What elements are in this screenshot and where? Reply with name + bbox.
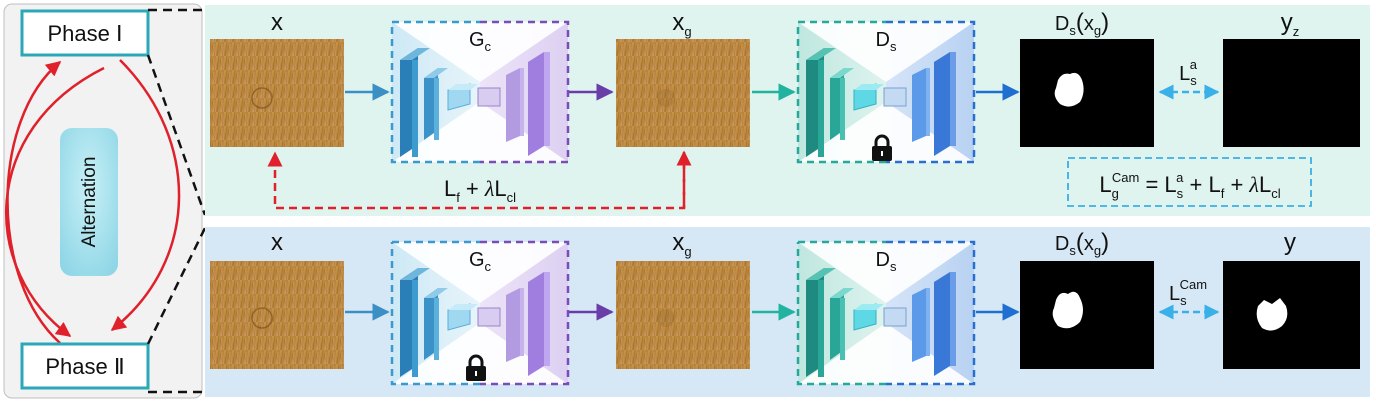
phase1-output-label: Ds(xg) (1055, 9, 1109, 38)
phase1-generated-target-spot (657, 89, 675, 107)
phase1-row: x Gc xg (210, 9, 1360, 210)
phase2-loss-link-label: LsCam (1169, 277, 1207, 308)
alternation-pill (60, 128, 118, 276)
phase2-box (20, 342, 150, 390)
phase1-input-label: x (271, 9, 283, 36)
phase1-input-image (210, 39, 344, 147)
phase2-row: x Gc (210, 229, 1360, 386)
phase2-target-blob (1256, 298, 1288, 331)
phase1-segmenter (796, 20, 976, 164)
phase1-generated-image (616, 39, 750, 147)
phase1-loss-link-label: Lsa (1179, 57, 1198, 88)
phase2-lock-icon (466, 354, 486, 381)
phase1-generator (390, 20, 570, 164)
phase2-segmenter-label: Ds (876, 249, 897, 274)
phase1-input-target-spot (251, 87, 273, 109)
phase2-input-target-spot (251, 307, 273, 329)
phase2-generator (390, 240, 570, 386)
phase1-box (20, 9, 150, 57)
phase2-generated-image (616, 261, 750, 369)
phase1-generator-label: Gc (469, 29, 492, 54)
alternation-label: Alternation (79, 157, 100, 248)
phase1-total-loss: LgCam = Lsa + Lf + λLcl (1099, 170, 1280, 201)
phase1-total-loss-box (1067, 157, 1312, 207)
phase2-output-label: Ds(xg) (1055, 229, 1109, 258)
phase2-generator-label: Gc (469, 249, 492, 274)
alternation-arrow-return (6, 61, 62, 344)
zoom-line-mid-bottom (146, 227, 207, 345)
phase1-target-mask (1223, 39, 1360, 147)
phase2-generated-target-spot (657, 309, 675, 327)
phase2-label: Phase Ⅱ (45, 354, 124, 379)
phase2-input-label: x (271, 229, 283, 256)
phase2-segmenter (796, 240, 976, 386)
phase1-output-mask (1020, 39, 1154, 147)
phase2-input-image (210, 261, 344, 369)
phase1-generator-loss: Lf + λLcl (444, 176, 516, 205)
phase2-generated-label: xg (672, 229, 691, 259)
phase1-output-blob (1054, 72, 1084, 107)
phase2-output-mask (1020, 261, 1154, 369)
phase2-target-label: y (1284, 229, 1296, 256)
phase1-label: Phase Ⅰ (48, 21, 123, 46)
phase2-target-mask (1223, 261, 1360, 369)
alternation-arrow-up (110, 59, 181, 331)
phase1-segmenter-label: Ds (876, 29, 897, 54)
phase1-target-label: yz (1281, 9, 1300, 39)
phase1-generated-label: xg (672, 9, 691, 39)
phase2-output-blob (1052, 291, 1083, 329)
phase1-lock-icon (872, 134, 892, 161)
zoom-line-mid-top (146, 54, 207, 216)
